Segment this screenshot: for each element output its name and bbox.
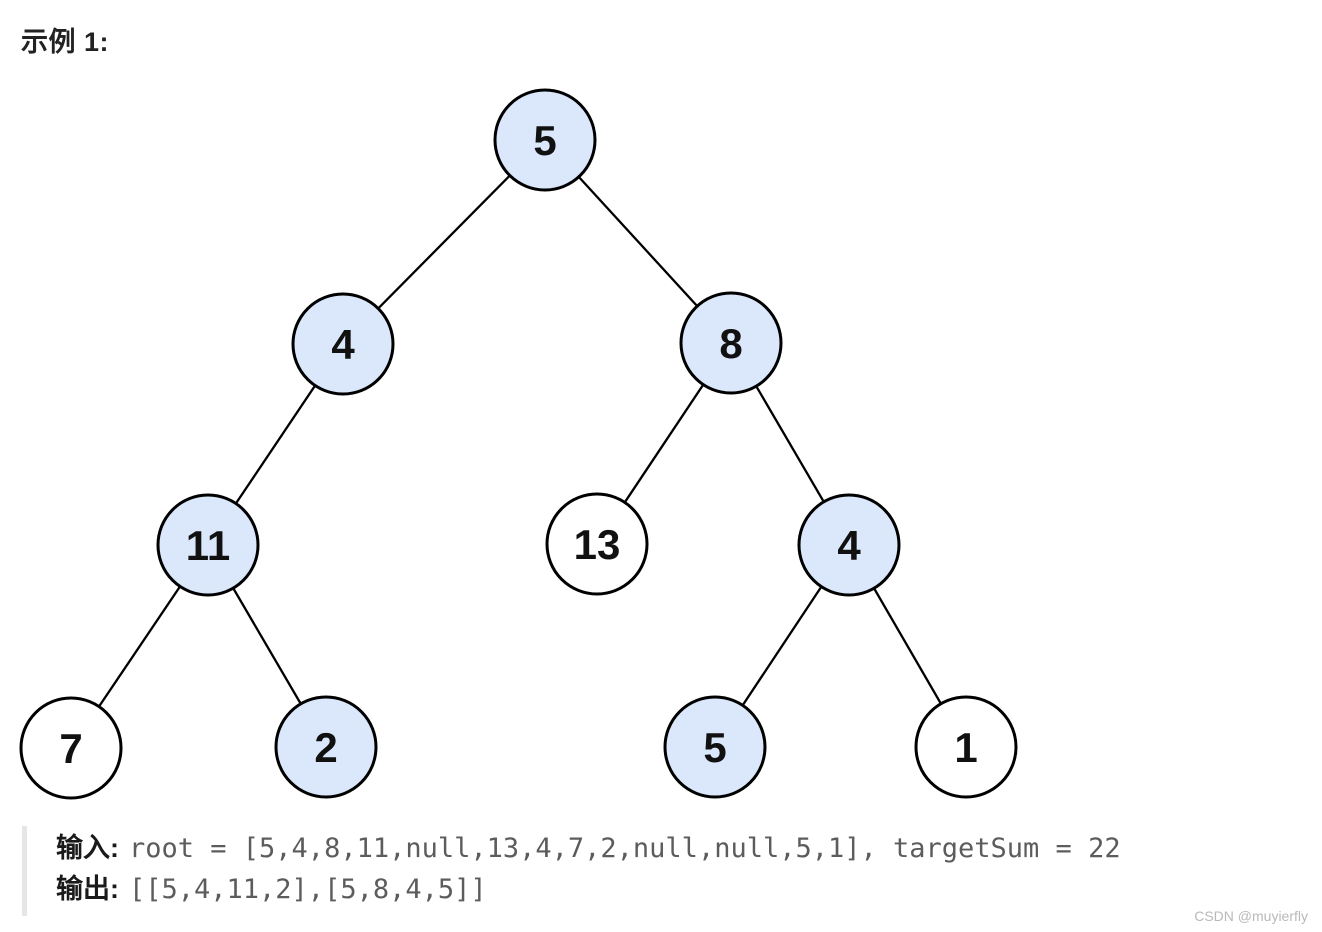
page-title: 示例 1:: [21, 27, 110, 57]
output-line: 输出: [[5,4,11,2],[5,8,4,5]]: [56, 869, 1121, 910]
binary-tree-diagram: 5 4 8 11 13 4 7 2 5 1: [19, 88, 1018, 800]
tree-node-label: 13: [574, 521, 621, 568]
output-label: 输出:: [56, 874, 119, 904]
tree-node: [797, 493, 901, 597]
output-value: [[5,4,11,2],[5,8,4,5]]: [129, 874, 487, 905]
tree-node-label: 1: [954, 724, 977, 771]
tree-node: [679, 291, 783, 395]
tree-node-label: 11: [186, 522, 230, 569]
tree-node-label: 2: [314, 724, 337, 771]
tree-node: [545, 492, 649, 596]
tree-node: [291, 292, 395, 396]
tree-node: [19, 696, 123, 800]
tree-node: [663, 695, 767, 799]
tree-node-label: 8: [719, 320, 742, 367]
input-value: root = [5,4,8,11,null,13,4,7,2,null,null…: [129, 833, 1121, 864]
tree-node-label: 7: [59, 725, 82, 772]
tree-node: [493, 88, 597, 192]
tree-node: [914, 695, 1018, 799]
tree-node-label: 5: [533, 117, 556, 164]
tree-node-label: 4: [331, 321, 355, 368]
csdn-watermark: CSDN @muyierfly: [1194, 908, 1308, 924]
input-label: 输入:: [56, 833, 119, 863]
tree-node: [274, 695, 378, 799]
tree-node-label: 5: [703, 724, 726, 771]
input-line: 输入: root = [5,4,8,11,null,13,4,7,2,null,n…: [56, 828, 1121, 869]
tree-node-label: 4: [837, 522, 861, 569]
example-io-block: 输入: root = [5,4,8,11,null,13,4,7,2,null,n…: [22, 826, 1121, 916]
tree-node: [156, 493, 260, 597]
